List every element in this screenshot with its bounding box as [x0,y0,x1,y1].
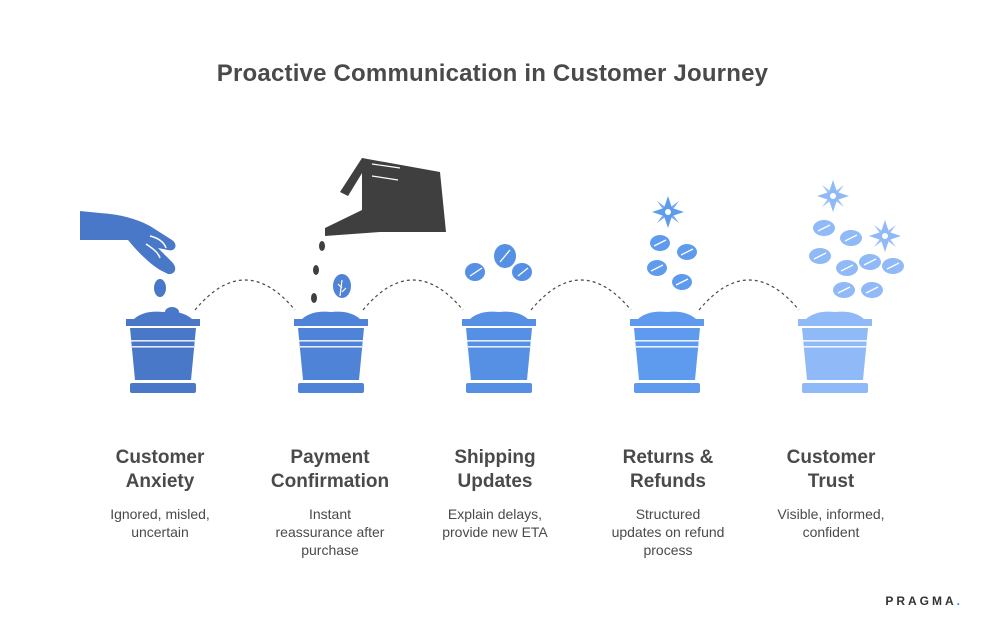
stage-payment-confirmation: Payment Confirmation Instant reassurance… [245,446,415,559]
flower-pot-icon [126,311,200,393]
connector-1-2 [194,279,296,311]
brand-name: PRAGMA [885,594,957,608]
stage-title: Payment Confirmation [270,447,390,492]
stage-customer-anxiety: Customer Anxiety Ignored, misled, uncert… [75,446,245,541]
connector-2-3 [362,279,464,311]
stage-title: Customer Trust [786,447,876,492]
diagram-title: Proactive Communication in Customer Jour… [216,60,769,87]
brand-dot: . [956,594,963,608]
stage-title: Returns & Refunds [622,447,714,492]
sprouting-leaves-icon [465,244,532,281]
connector-3-4 [530,279,632,311]
flower-pot-icon [630,311,704,393]
blooming-plant-icon [809,180,904,298]
stage-description: Instant reassurance after purchase [275,506,385,558]
stage-description: Ignored, misled, uncertain [110,506,210,540]
connector-4-5 [698,279,800,311]
stage-shipping-updates: Shipping Updates Explain delays, provide… [410,446,580,541]
stage-description: Visible, informed, confident [777,506,885,540]
flower-pot-icon [798,311,872,393]
stage-title: Customer Anxiety [115,447,205,492]
hand-dropping-seeds-icon [80,211,179,317]
watering-can-icon [311,158,446,303]
stage-title: Shipping Updates [454,447,536,492]
connectors [194,279,800,311]
flower-pot-icon [462,311,536,393]
stage-returns-refunds: Returns & Refunds Structured updates on … [583,446,753,559]
stage-description: Structured updates on refund process [611,506,725,558]
flower-pot-icon [294,311,368,393]
brand-logo: PRAGMA. [885,594,963,608]
pots [126,311,872,393]
stage-description: Explain delays, provide new ETA [442,506,548,540]
flower-and-leaves-icon [647,196,697,290]
stage-customer-trust: Customer Trust Visible, informed, confid… [746,446,916,541]
